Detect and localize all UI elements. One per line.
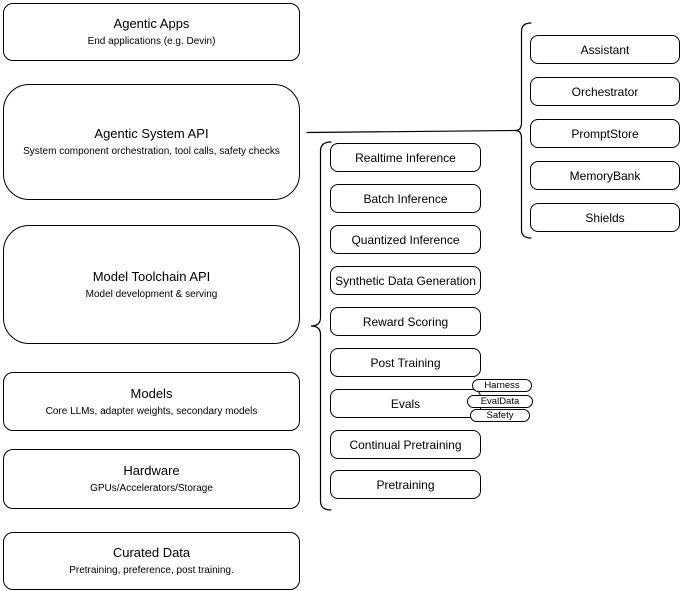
- layer-subtitle: System component orchestration, tool cal…: [23, 146, 280, 157]
- toolchain-group-bracket: [310, 141, 332, 511]
- service-label: Synthetic Data Generation: [335, 273, 476, 288]
- service-label: Reward Scoring: [362, 314, 449, 329]
- service-post-training: Post Training: [330, 348, 481, 377]
- layer-subtitle: Model development & serving: [85, 288, 218, 300]
- eval-tag-label: EvalData: [480, 396, 520, 407]
- service-batch-inference: Batch Inference: [330, 184, 481, 213]
- service-label: Post Training: [370, 355, 441, 370]
- layer-subtitle: Core LLMs, adapter weights, secondary mo…: [45, 405, 258, 417]
- component-promptstore: PromptStore: [530, 119, 680, 148]
- service-label: Realtime Inference: [355, 150, 456, 165]
- layer-subtitle: Pretraining, preference, post training.: [69, 565, 234, 576]
- service-reward-scoring: Reward Scoring: [330, 307, 481, 336]
- service-evals: Evals: [330, 389, 481, 418]
- component-label: Shields: [585, 210, 625, 225]
- component-label: PromptStore: [571, 126, 639, 141]
- layer-box-hardware: Hardware GPUs/Accelerators/Storage: [3, 449, 300, 509]
- component-label: Orchestrator: [571, 84, 639, 99]
- layer-box-curated-data: Curated Data Pretraining, preference, po…: [3, 532, 300, 590]
- layer-title: Curated Data: [112, 545, 191, 560]
- component-shields: Shields: [530, 203, 680, 232]
- layer-box-agentic-apps: Agentic Apps End applications (e.g. Devi…: [3, 3, 300, 61]
- layer-title: Models: [130, 385, 173, 401]
- component-label: Assistant: [580, 42, 630, 57]
- layer-subtitle: End applications (e.g. Devin): [87, 36, 216, 47]
- eval-tag-label: Safety: [486, 410, 514, 421]
- eval-tag-label: Harness: [484, 380, 520, 391]
- service-quantized-inference: Quantized Inference: [330, 225, 481, 254]
- eval-tag-evaldata: EvalData: [467, 395, 533, 408]
- layer-title: Agentic System API: [94, 126, 209, 141]
- component-orchestrator: Orchestrator: [530, 77, 680, 106]
- component-label: MemoryBank: [569, 168, 641, 183]
- service-synthetic-data-generation: Synthetic Data Generation: [330, 266, 481, 295]
- components-group-bracket: [515, 22, 532, 239]
- layer-box-agentic-system-api: Agentic System API System component orch…: [3, 84, 300, 200]
- eval-tag-safety: Safety: [470, 409, 530, 422]
- service-continual-pretraining: Continual Pretraining: [330, 430, 481, 459]
- service-label: Batch Inference: [363, 191, 448, 206]
- service-label: Continual Pretraining: [349, 437, 462, 452]
- eval-tag-harness: Harness: [472, 379, 532, 392]
- layer-title: Model Toolchain API: [92, 268, 211, 284]
- service-label: Evals: [390, 396, 421, 411]
- layer-title: Hardware: [123, 463, 180, 478]
- component-assistant: Assistant: [530, 35, 680, 64]
- service-label: Pretraining: [376, 477, 435, 492]
- layer-subtitle: GPUs/Accelerators/Storage: [90, 483, 213, 494]
- layer-box-models: Models Core LLMs, adapter weights, secon…: [3, 372, 300, 431]
- layer-title: Agentic Apps: [113, 16, 190, 31]
- system-api-connector-line: [306, 129, 517, 134]
- layer-box-model-toolchain-api: Model Toolchain API Model development & …: [3, 225, 300, 344]
- service-realtime-inference: Realtime Inference: [330, 143, 481, 172]
- service-label: Quantized Inference: [351, 232, 460, 247]
- service-pretraining: Pretraining: [330, 470, 481, 499]
- component-memorybank: MemoryBank: [530, 161, 680, 190]
